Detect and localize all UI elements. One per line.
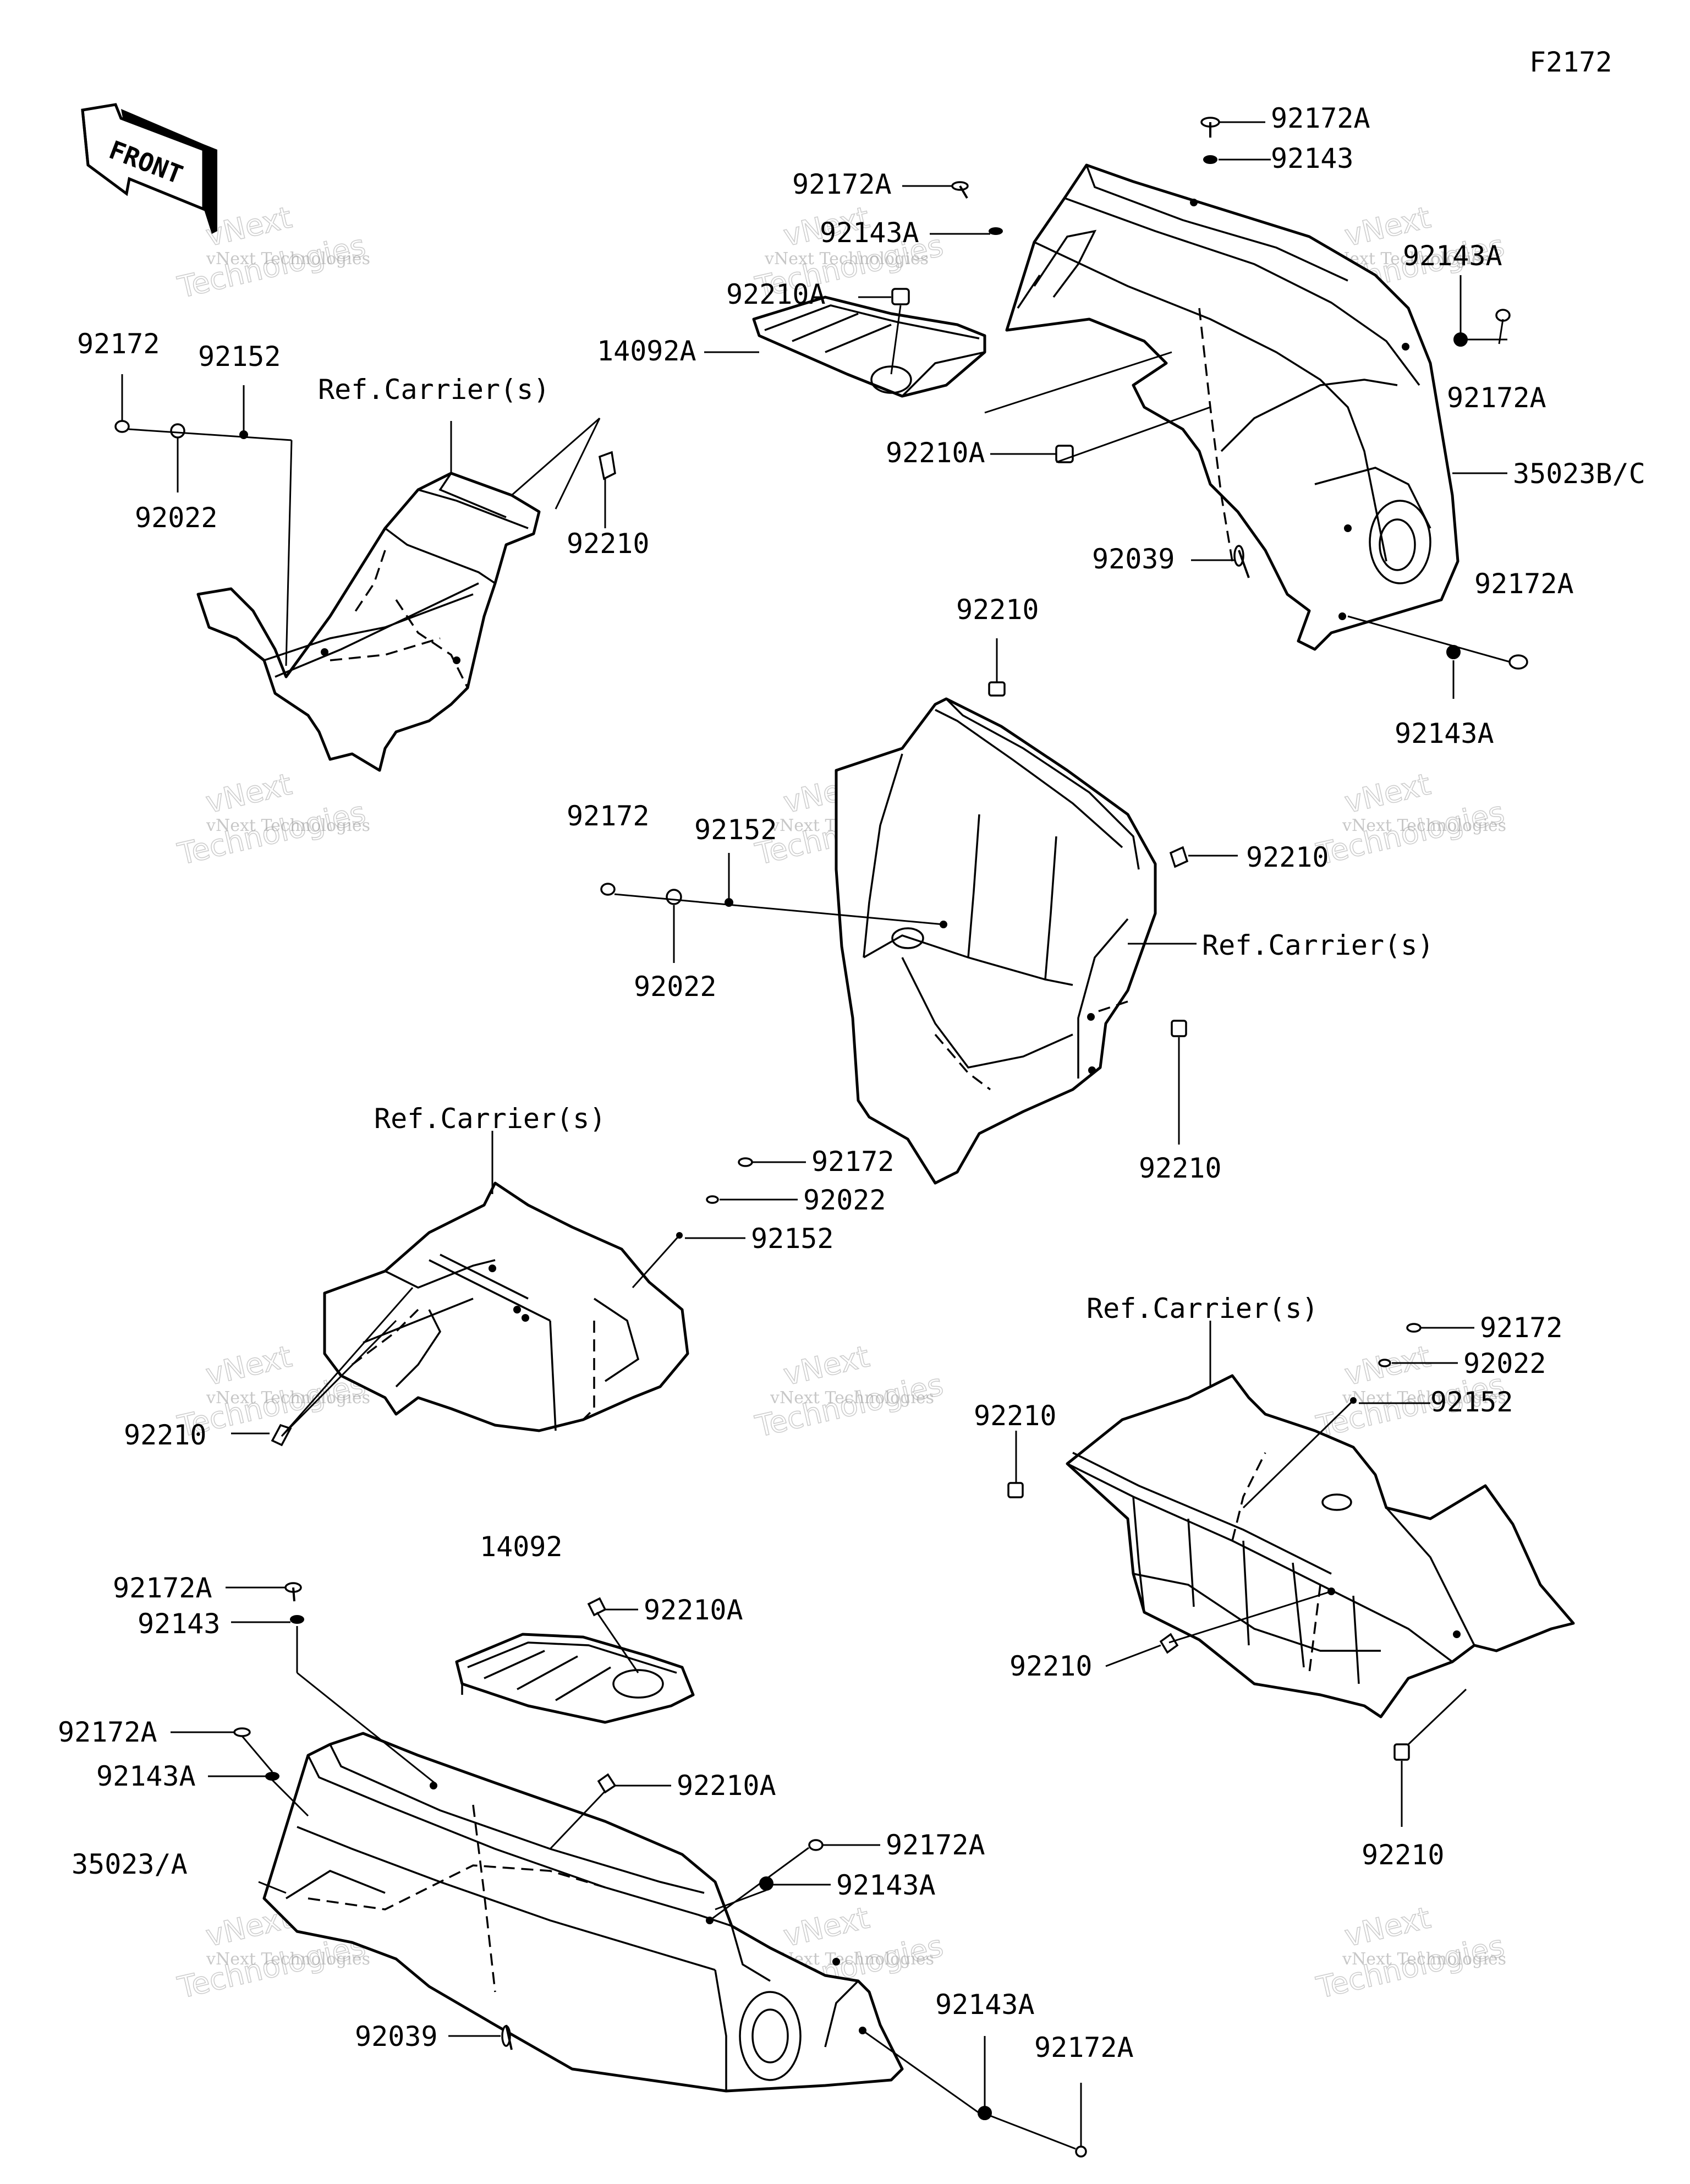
watermark: vNext Technologies: [1313, 767, 1508, 872]
svg-text:vNext Technologies: vNext Technologies: [1342, 1950, 1506, 1969]
label-92152: 92152: [694, 814, 777, 846]
leaders-center: [614, 638, 1238, 1145]
carrier-middle-left: [323, 1181, 689, 1432]
label-92152: 92152: [751, 1223, 834, 1255]
watermark: vNext Technologies: [1313, 1900, 1508, 2006]
label-92210a: 92210A: [644, 1594, 743, 1626]
label-92143: 92143: [1271, 143, 1354, 174]
label-ref-carrier: Ref.Carrier(s): [374, 1103, 606, 1135]
label-92210: 92210: [1246, 841, 1329, 873]
label-92143a: 92143A: [820, 217, 919, 249]
svg-text:vNext Technologies: vNext Technologies: [206, 1950, 370, 1969]
svg-text:vNext: vNext: [780, 1339, 873, 1392]
label-92210: 92210: [1139, 1152, 1222, 1184]
watermark: vNext Technologies: [1313, 1339, 1508, 1444]
svg-text:vNext: vNext: [780, 1900, 873, 1953]
fasteners-top-right: [891, 117, 1528, 670]
leaders-top-left: [121, 374, 606, 666]
label-92210: 92210: [956, 594, 1039, 626]
carrier-middle-right: [1066, 1374, 1575, 1718]
label-92022: 92022: [1463, 1348, 1546, 1380]
label-92022: 92022: [634, 971, 717, 1003]
label-92172a: 92172A: [792, 168, 892, 200]
leaders-middle-right: [1015, 1321, 1474, 1827]
label-92210a: 92210A: [677, 1770, 776, 1802]
label-14092a: 14092A: [597, 335, 696, 367]
label-92152: 92152: [1430, 1386, 1513, 1418]
fender-35023a: [262, 1732, 904, 2093]
label-92172a: 92172A: [1271, 102, 1370, 134]
svg-text:vNext Technologies: vNext Technologies: [1342, 1388, 1506, 1408]
leaders-middle-left: [231, 1131, 806, 1437]
front-direction-icon: FRONT: [81, 103, 217, 234]
label-35023bc: 35023B/C: [1513, 458, 1645, 490]
label-92210: 92210: [1362, 1839, 1445, 1871]
svg-text:vNext Technologies: vNext Technologies: [764, 249, 929, 269]
svg-text:vNext: vNext: [1341, 1900, 1434, 1953]
svg-text:vNext Technologies: vNext Technologies: [1342, 816, 1506, 835]
cover-14092a: [752, 295, 986, 398]
label-92143a: 92143A: [96, 1760, 196, 1792]
label-35023a: 35023/A: [72, 1848, 188, 1880]
label-92143a: 92143A: [836, 1869, 936, 1901]
label-92022: 92022: [135, 502, 218, 534]
svg-text:vNext Technologies: vNext Technologies: [206, 249, 370, 269]
label-92143: 92143: [138, 1608, 221, 1640]
label-92143a: 92143A: [1395, 718, 1494, 749]
label-92210a: 92210A: [886, 437, 985, 469]
svg-text:vNext: vNext: [202, 767, 295, 820]
label-92210: 92210: [974, 1400, 1057, 1432]
label-ref-carrier: Ref.Carrier(s): [1202, 929, 1434, 961]
label-92172a: 92172A: [1474, 568, 1574, 600]
label-92039: 92039: [355, 2021, 438, 2052]
carrier-center: [835, 697, 1157, 1185]
label-92172a: 92172A: [58, 1716, 157, 1748]
carrier-top-left: [196, 472, 541, 772]
label-92210a: 92210A: [726, 278, 826, 310]
label-92172a: 92172A: [1447, 382, 1546, 414]
figure-code: F2172: [1529, 46, 1612, 78]
label-92039: 92039: [1092, 543, 1175, 575]
label-92172a: 92172A: [886, 1829, 985, 1861]
label-92172: 92172: [811, 1146, 895, 1178]
label-92143a: 92143A: [1403, 240, 1502, 272]
fasteners-middle-right: [1007, 1323, 1422, 1761]
label-ref-carrier: Ref.Carrier(s): [318, 374, 550, 406]
leaders-bottom: [171, 1586, 1082, 2150]
label-92022: 92022: [803, 1184, 886, 1216]
label-92210: 92210: [124, 1419, 207, 1451]
leaders-top-right: [704, 121, 1511, 699]
part-labels: 92172A 92143 92172A 92143A 92143A 92172A…: [58, 102, 1645, 2063]
svg-text:vNext Technologies: vNext Technologies: [206, 1388, 370, 1408]
label-92210: 92210: [1009, 1650, 1093, 1682]
svg-text:vNext: vNext: [202, 1339, 295, 1392]
label-92210: 92210: [567, 528, 650, 560]
watermark: vNext Technologies: [174, 767, 369, 872]
label-92172a: 92172A: [113, 1572, 212, 1604]
label-92172: 92172: [77, 328, 160, 360]
fasteners-top-left: [114, 420, 616, 480]
svg-text:vNext: vNext: [1341, 767, 1434, 820]
label-92152: 92152: [198, 341, 281, 373]
label-92172a: 92172A: [1034, 2032, 1134, 2063]
fasteners-center: [600, 681, 1189, 1037]
label-92143a: 92143A: [935, 1989, 1035, 2021]
cover-14092: [455, 1633, 695, 1724]
label-ref-carrier: Ref.Carrier(s): [1087, 1293, 1318, 1324]
svg-text:vNext Technologies: vNext Technologies: [206, 816, 370, 835]
svg-text:vNext Technologies: vNext Technologies: [770, 1388, 934, 1408]
label-92172: 92172: [1480, 1312, 1563, 1344]
watermark: vNext Technologies: [751, 1339, 947, 1444]
label-14092: 14092: [480, 1531, 563, 1563]
fender-35023bc: [1005, 163, 1459, 651]
label-92172: 92172: [567, 800, 650, 832]
